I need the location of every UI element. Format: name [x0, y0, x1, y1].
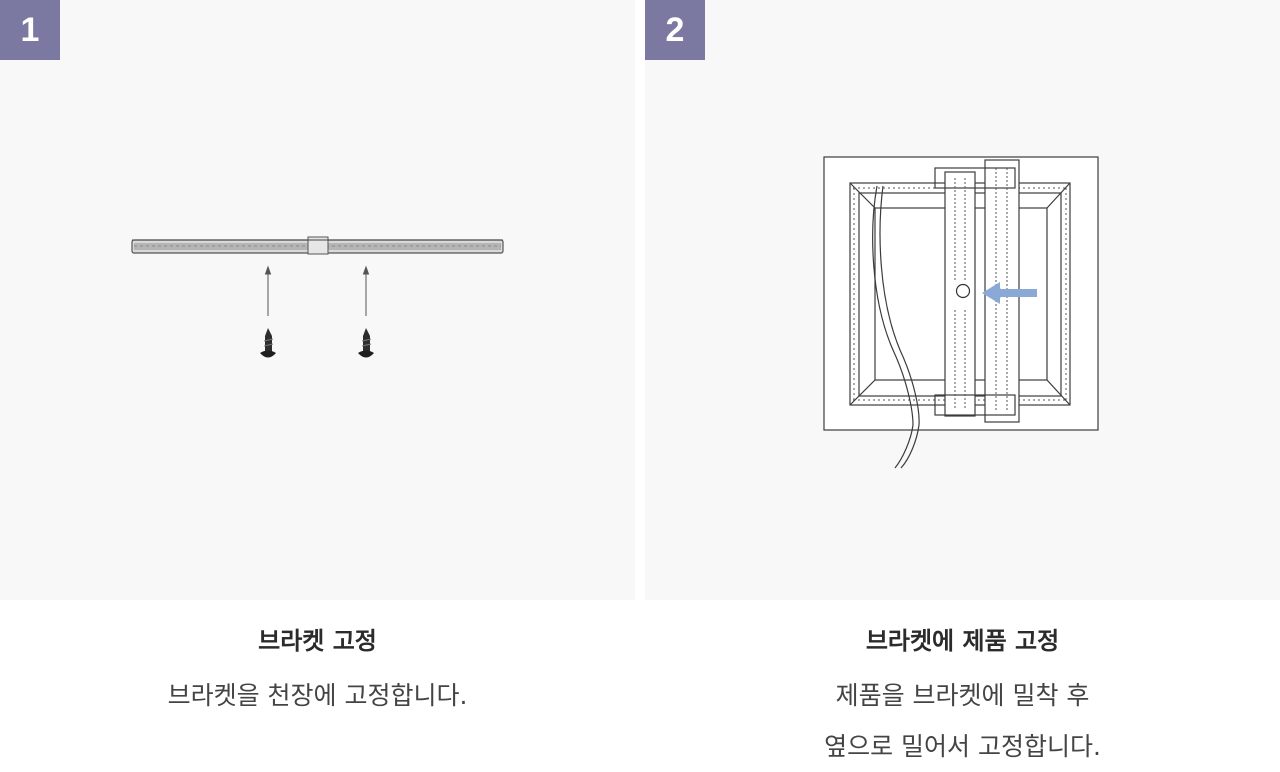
bracket-bar	[131, 236, 504, 255]
up-arrow-icon	[264, 265, 272, 316]
screw-icon	[358, 328, 374, 358]
step-1-panel: 1	[0, 0, 635, 600]
bracket-illustration	[131, 236, 504, 358]
step-1-description-line: 브라켓을 천장에 고정합니다.	[167, 681, 468, 710]
step-1-description: 브라켓을 천장에 고정합니다.	[0, 670, 635, 721]
push-arrow-icon	[982, 282, 1037, 304]
up-arrow-icon	[362, 265, 370, 316]
step-2-panel: 2	[645, 0, 1280, 600]
step-2-description: 제품을 브라켓에 밀착 후 옆으로 밀어서 고정합니다.	[645, 670, 1280, 772]
step-2-caption: 브라켓에 제품 고정 제품을 브라켓에 밀착 후 옆으로 밀어서 고정합니다.	[645, 600, 1280, 772]
step-1-badge: 1	[0, 0, 60, 60]
cable-icon	[872, 185, 920, 469]
step-1-title: 브라켓 고정	[258, 627, 377, 655]
step-2-badge: 2	[645, 0, 705, 60]
step-1-caption: 브라켓 고정 브라켓을 천장에 고정합니다.	[0, 600, 635, 721]
step-2-description-line: 제품을 브라켓에 밀착 후	[835, 681, 1090, 710]
step-2-description-line: 옆으로 밀어서 고정합니다.	[824, 732, 1101, 761]
mount-hole-icon	[955, 283, 971, 299]
step-2-title: 브라켓에 제품 고정	[865, 627, 1060, 655]
product-mount-illustration	[823, 156, 1099, 469]
screw-icon	[260, 328, 276, 358]
